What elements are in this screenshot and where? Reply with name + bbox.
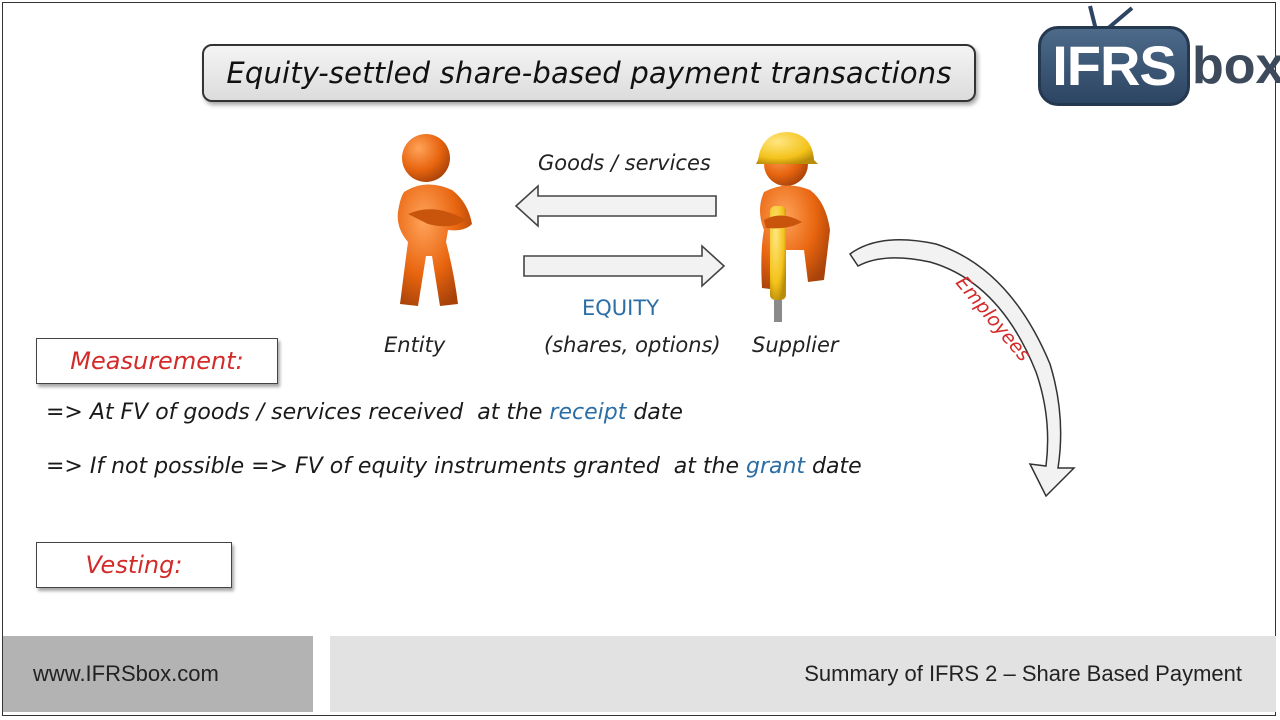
supplier-label: Supplier xyxy=(752,333,839,357)
measurement-line-2: => If not possible => FV of equity instr… xyxy=(46,454,862,479)
line1-highlight: receipt xyxy=(549,400,627,425)
logo-text-ifrs: IFRS xyxy=(1052,34,1177,97)
slide-title: Equity-settled share-based payment trans… xyxy=(202,44,976,102)
entity-label: Entity xyxy=(384,333,446,357)
ifrsbox-logo: IFRS box xyxy=(1036,4,1280,108)
goods-services-label: Goods / services xyxy=(538,151,711,175)
line2-tail: date xyxy=(805,454,862,479)
footer-subtitle: Summary of IFRS 2 – Share Based Payment xyxy=(330,636,1276,712)
logo-tv-plate: IFRS xyxy=(1038,26,1190,106)
entity-figure-icon xyxy=(397,134,472,306)
line1-text: => At FV of goods / services received at… xyxy=(46,400,550,425)
line1-tail: date xyxy=(626,400,683,425)
line2-highlight: grant xyxy=(746,454,806,479)
vesting-heading: Vesting: xyxy=(36,542,232,588)
website-text: www.IFRSbox.com xyxy=(33,661,219,686)
measurement-heading: Measurement: xyxy=(36,338,278,384)
shares-options-label: (shares, options) xyxy=(544,333,721,357)
footer-website: www.IFRSbox.com xyxy=(3,636,313,712)
arrow-right-icon xyxy=(523,244,726,288)
line2-text: => If not possible => FV of equity instr… xyxy=(46,454,746,479)
logo-text-box: box xyxy=(1192,37,1280,95)
arrow-left-icon xyxy=(514,184,717,228)
subtitle-text: Summary of IFRS 2 – Share Based Payment xyxy=(804,661,1242,686)
equity-label: EQUITY xyxy=(582,296,660,320)
supplier-figure-icon xyxy=(756,132,830,322)
curved-arrow-icon xyxy=(848,239,1076,498)
measurement-line-1: => At FV of goods / services received at… xyxy=(46,400,683,425)
